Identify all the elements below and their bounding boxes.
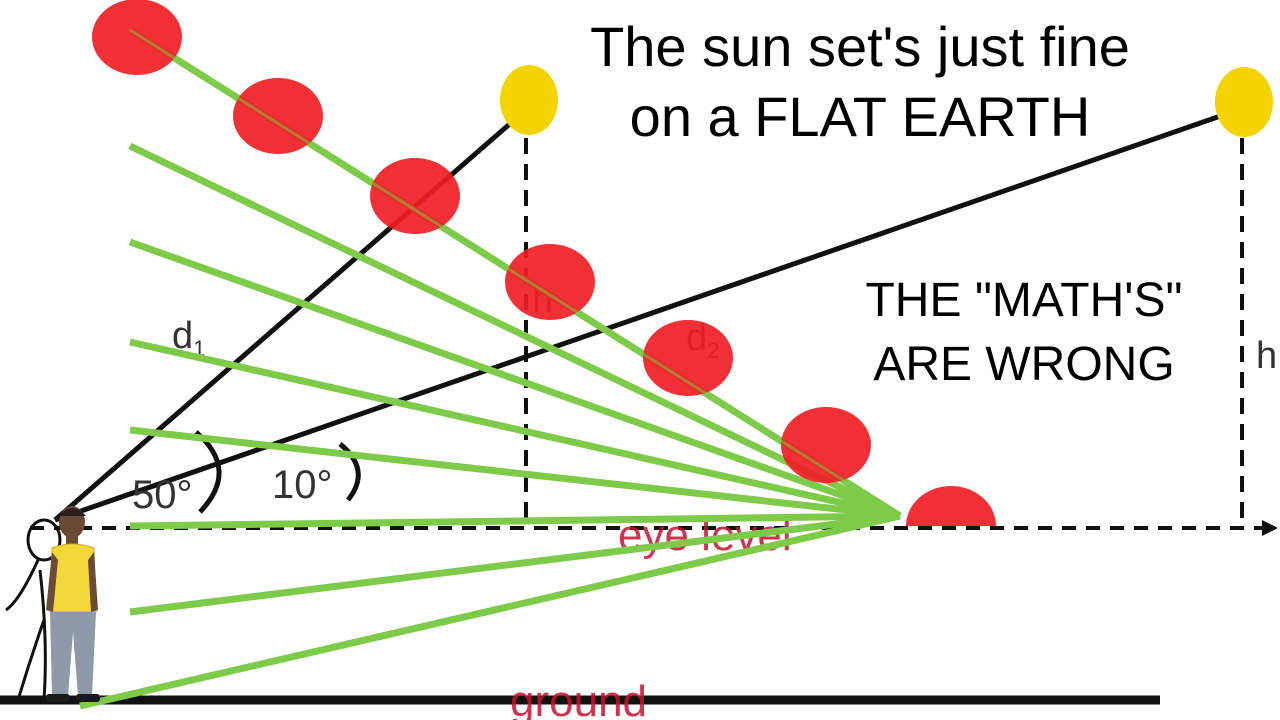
green-line xyxy=(129,28,901,518)
sun-icon xyxy=(505,244,595,320)
green-line xyxy=(79,512,901,710)
ground-label: ground xyxy=(510,677,647,720)
comment-line-2: ARE WRONG xyxy=(873,338,1174,391)
angle-50-label: 50° xyxy=(132,473,193,517)
caption-line-2: on a FLAT EARTH xyxy=(630,85,1091,148)
person-standing-icon xyxy=(46,506,100,702)
sun-icon xyxy=(643,320,733,396)
sun-icon xyxy=(92,0,182,75)
angle-arc-10 xyxy=(338,442,361,502)
sun-icon xyxy=(233,78,323,154)
sun-icon xyxy=(906,486,996,526)
angle-10-label: 10° xyxy=(272,463,333,507)
caption-line-1: The sun set's just fine xyxy=(590,15,1130,78)
sun-icon xyxy=(781,407,871,483)
h2-label: h xyxy=(1256,335,1277,377)
green-line xyxy=(129,512,901,530)
sun-icon xyxy=(500,65,558,135)
sight-line-d2 xyxy=(54,109,1233,523)
sun-icon xyxy=(1215,67,1273,137)
setting-sun-path xyxy=(92,0,996,526)
comment-line-1: THE "MATH'S" xyxy=(865,274,1182,327)
sun-icon xyxy=(370,158,460,234)
green-line xyxy=(129,426,901,520)
eye-level-arrow-icon xyxy=(1262,520,1278,536)
green-line xyxy=(129,512,901,616)
stick-figure-outline xyxy=(5,518,62,701)
green-line xyxy=(129,338,901,520)
green-line xyxy=(128,142,902,520)
green-line xyxy=(128,238,902,520)
